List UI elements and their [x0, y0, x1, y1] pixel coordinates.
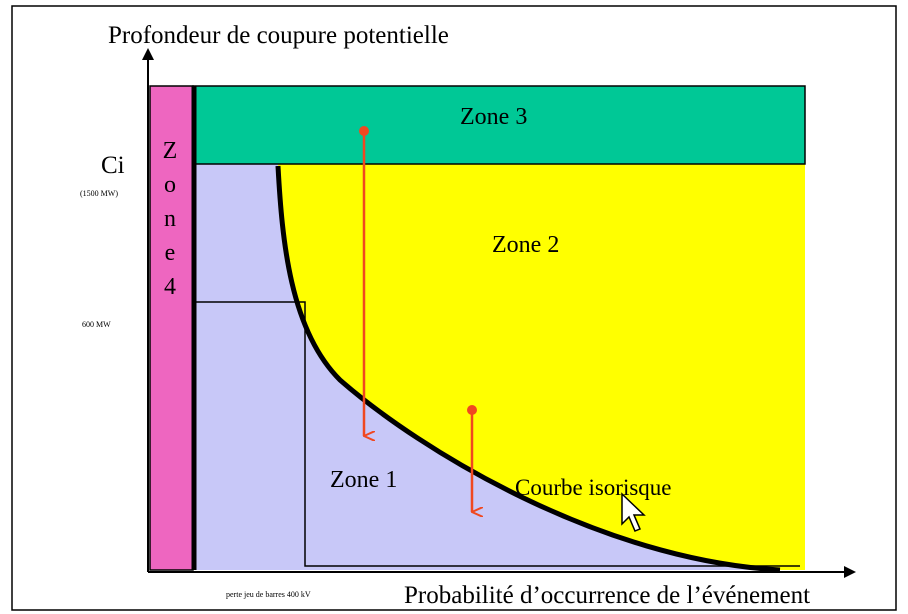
zone3-label: Zone 3: [460, 104, 528, 130]
zone2-region: [278, 164, 805, 570]
ci-label: Ci: [101, 152, 125, 179]
zone4-label: Z o n e 4: [150, 134, 190, 304]
zone3-region: [192, 85, 806, 165]
curve-label: Courbe isorisque: [515, 475, 672, 500]
level-600mw-label: 600 MW: [82, 320, 111, 329]
zone4-letter: Z: [162, 138, 178, 164]
zone2-label: Zone 2: [492, 232, 560, 258]
zone4-letter: o: [164, 172, 176, 198]
ci-value-label: (1500 MW): [80, 189, 118, 198]
isorisk-curve: [275, 165, 781, 573]
outer-frame: [11, 5, 897, 611]
zone4-letter: e: [164, 240, 176, 266]
x-axis-note: perte jeu de barres 400 kV: [226, 590, 311, 599]
zone4-region: [149, 85, 194, 571]
x-axis-title: Probabilité d’occurrence de l’événement: [404, 582, 811, 609]
zone4-letter: 4: [164, 274, 176, 300]
mouse-cursor-icon: [621, 492, 646, 532]
y-axis-title: Profondeur de coupure potentielle: [108, 22, 449, 49]
level-600mw-box: [150, 301, 800, 567]
zone4-letter: n: [164, 206, 176, 232]
zone1-label: Zone 1: [330, 467, 398, 493]
